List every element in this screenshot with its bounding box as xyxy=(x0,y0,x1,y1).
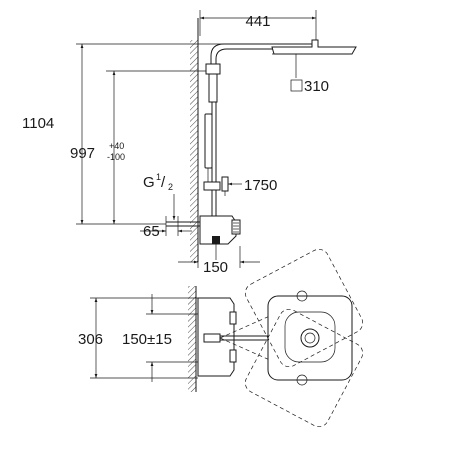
dim-head-label: 310 xyxy=(304,78,329,95)
tolerance-plus: +40 xyxy=(109,141,124,151)
dim-depth-label: 65 xyxy=(143,223,160,240)
thread-num: 1 xyxy=(156,172,161,182)
dim-depth: 65 xyxy=(140,216,192,240)
hand-shower xyxy=(203,113,229,196)
tolerance-minus: -100 xyxy=(107,152,125,162)
plan-rotation-upper xyxy=(244,248,364,368)
thread-g: G xyxy=(143,174,155,191)
dim-main-height-label: 997 xyxy=(70,145,95,162)
dim-outreach-label: 441 xyxy=(245,13,270,30)
dim-bar-height: 1750 xyxy=(228,177,277,194)
plan-shower-head xyxy=(267,295,353,381)
plan-dim-depth: 306 xyxy=(78,297,198,379)
wall xyxy=(190,18,199,262)
dim-bar-height-label: 1750 xyxy=(244,177,277,194)
plan-view: 306 150±15 xyxy=(78,248,364,428)
plan-wall xyxy=(188,286,197,392)
dim-total-height-label: 1104 xyxy=(22,115,54,132)
dim-centers-label: 150 xyxy=(203,259,228,276)
dim-outreach: 441 xyxy=(199,10,317,40)
plan-dim-centers: 150±15 xyxy=(122,294,198,382)
plan-dim-centers-label: 150±15 xyxy=(122,331,172,348)
thermostat-body xyxy=(199,215,241,260)
plan-rotation-lower xyxy=(244,308,364,428)
shower-head xyxy=(271,39,357,55)
dim-head: 310 xyxy=(290,54,329,95)
plan-dim-depth-label: 306 xyxy=(78,331,103,348)
dim-total-height: 1104 xyxy=(22,43,272,225)
plan-thermostat xyxy=(197,297,237,377)
dim-main-height: 997 +40 -100 xyxy=(70,70,206,224)
supply-pipe xyxy=(166,221,200,227)
svg-text:/: / xyxy=(161,174,166,191)
riser-rail xyxy=(211,102,217,216)
thread-note: G 1 / 2 xyxy=(143,172,176,220)
dim-centers: 150 xyxy=(178,246,260,276)
elevation-view: 441 310 1104 997 +40 -100 G 1 / 2 xyxy=(22,10,357,276)
thread-den: 2 xyxy=(168,182,173,192)
